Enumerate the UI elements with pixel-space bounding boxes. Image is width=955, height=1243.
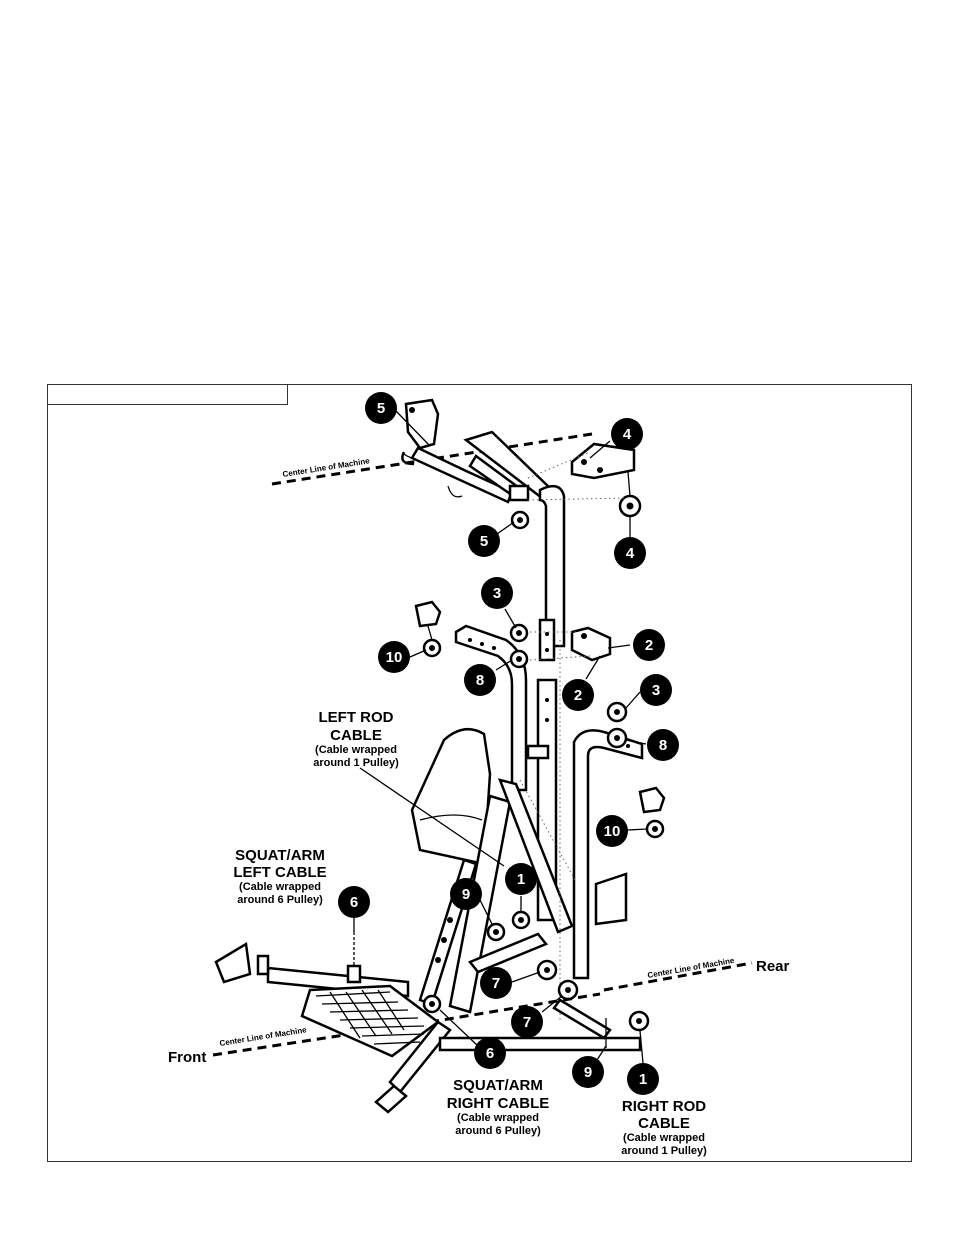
figure-frame [47, 384, 912, 1162]
label-right-rod-cable: RIGHT ROD CABLE (Cable wrapped around 1 … [621, 1098, 707, 1157]
svg-text:1: 1 [517, 871, 525, 888]
callout-c5-mid: 5 [468, 525, 500, 557]
svg-text:LEFT ROD: LEFT ROD [319, 709, 394, 726]
svg-text:10: 10 [386, 649, 403, 666]
label-squat-right-cable: SQUAT/ARM RIGHT CABLE (Cable wrapped aro… [447, 1077, 550, 1137]
svg-text:1: 1 [639, 1071, 647, 1088]
callout-c6-right: 6 [474, 1037, 506, 1069]
callout-c8-left: 8 [464, 664, 496, 696]
callout-c8-right: 8 [647, 729, 679, 761]
base-assembly [214, 910, 650, 1114]
svg-text:9: 9 [584, 1064, 592, 1081]
svg-text:6: 6 [486, 1045, 494, 1062]
callouts: 5 4 5 4 3 10 8 2 2 3 8 10 1 9 6 7 7 6 9 1 [338, 392, 679, 1095]
callout-c1-left: 1 [505, 863, 537, 895]
callout-c7-bottom: 7 [511, 1006, 543, 1038]
svg-text:2: 2 [574, 687, 582, 704]
svg-text:LEFT CABLE: LEFT CABLE [233, 864, 326, 881]
callout-c4-top: 4 [611, 418, 643, 450]
svg-text:6: 6 [350, 894, 358, 911]
mid-frame [410, 600, 666, 1020]
figure-caption-tab [47, 384, 288, 405]
callout-c6-left: 6 [338, 886, 370, 918]
svg-text:9: 9 [462, 886, 470, 903]
centerline-front-label: Center Line of Machine [219, 1025, 308, 1048]
callout-c1-right: 1 [627, 1063, 659, 1095]
svg-text:4: 4 [626, 545, 635, 562]
callout-c2-mid: 2 [562, 679, 594, 711]
top-arm-assembly [401, 398, 642, 662]
label-left-rod-cable: LEFT ROD CABLE (Cable wrapped around 1 P… [313, 709, 399, 769]
svg-text:8: 8 [476, 672, 484, 689]
svg-text:5: 5 [377, 400, 385, 417]
leader-lines [353, 409, 648, 1064]
svg-text:5: 5 [480, 533, 488, 550]
svg-text:SQUAT/ARM: SQUAT/ARM [235, 847, 325, 864]
centerline-top-label: Center Line of Machine [282, 456, 371, 479]
svg-text:around 1 Pulley): around 1 Pulley) [621, 1145, 707, 1157]
svg-text:CABLE: CABLE [638, 1115, 690, 1132]
callout-c3-left: 3 [481, 577, 513, 609]
svg-text:8: 8 [659, 737, 667, 754]
callout-c3-right: 3 [640, 674, 672, 706]
svg-text:2: 2 [645, 637, 653, 654]
svg-text:7: 7 [523, 1014, 531, 1031]
svg-text:around 6 Pulley): around 6 Pulley) [237, 894, 323, 906]
svg-text:10: 10 [604, 823, 621, 840]
svg-text:(Cable wrapped: (Cable wrapped [457, 1112, 539, 1124]
callout-c7-top: 7 [480, 967, 512, 999]
svg-text:4: 4 [623, 426, 632, 443]
svg-text:around 1 Pulley): around 1 Pulley) [313, 757, 399, 769]
callout-c5-top: 5 [365, 392, 397, 424]
callout-c4-mid: 4 [614, 537, 646, 569]
svg-text:3: 3 [652, 682, 660, 699]
callout-c9-right: 9 [572, 1056, 604, 1088]
svg-text:around 6 Pulley): around 6 Pulley) [455, 1125, 541, 1137]
front-label: Front [168, 1049, 206, 1066]
svg-text:3: 3 [493, 585, 501, 602]
svg-text:(Cable wrapped: (Cable wrapped [623, 1132, 705, 1144]
callout-c10-left: 10 [378, 641, 410, 673]
svg-text:CABLE: CABLE [330, 727, 382, 744]
label-squat-left-cable: SQUAT/ARM LEFT CABLE (Cable wrapped arou… [233, 847, 326, 906]
svg-text:SQUAT/ARM: SQUAT/ARM [453, 1077, 543, 1094]
callout-c10-right: 10 [596, 815, 628, 847]
callout-c2-top: 2 [633, 629, 665, 661]
svg-text:RIGHT ROD: RIGHT ROD [622, 1098, 706, 1115]
svg-text:(Cable wrapped: (Cable wrapped [315, 744, 397, 756]
svg-text:(Cable wrapped: (Cable wrapped [239, 881, 321, 893]
svg-text:RIGHT CABLE: RIGHT CABLE [447, 1095, 550, 1112]
svg-text:7: 7 [492, 975, 500, 992]
callout-c9-left: 9 [450, 878, 482, 910]
rear-label: Rear [756, 958, 790, 975]
